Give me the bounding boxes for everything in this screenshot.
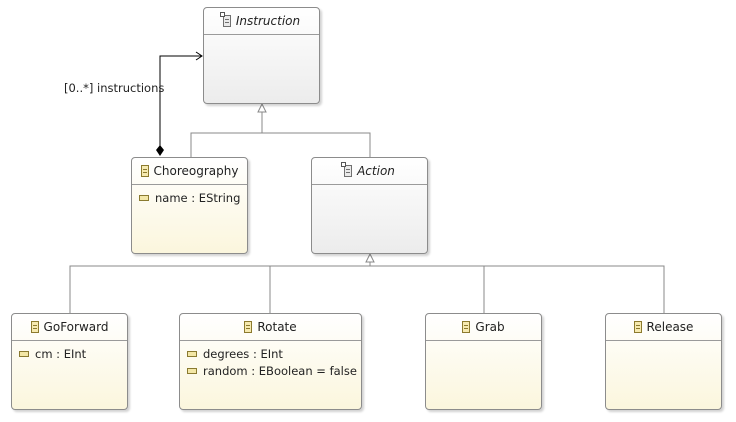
generalization-arrowhead-instruction [257, 102, 267, 113]
attribute-row[interactable]: name : EString [139, 189, 247, 206]
class-header: Action [312, 158, 427, 185]
class-header: Release [606, 314, 721, 341]
generalization-edge-choreography[interactable] [190, 112, 263, 157]
generalization-arrowhead-action [365, 252, 375, 263]
attribute-label: random : EBoolean = false [203, 363, 357, 378]
eattribute-icon [187, 350, 197, 357]
class-name: Release [646, 320, 694, 334]
eclass-icon [30, 321, 39, 333]
generalization-edge-action[interactable] [262, 132, 371, 157]
class-instruction[interactable]: Instruction [203, 7, 320, 104]
class-name: Action [357, 164, 395, 178]
attribute-label: cm : EInt [35, 346, 87, 361]
attribute-row[interactable]: cm : EInt [19, 345, 127, 362]
abstract-eclass-icon [341, 162, 353, 177]
class-goforward[interactable]: GoForward cm : EInt [11, 313, 128, 410]
reference-edge-instructions[interactable] [159, 55, 202, 155]
class-header: Choreography [132, 158, 247, 185]
eclass-icon [244, 321, 253, 333]
eclass-icon [462, 321, 471, 333]
eclass-icon [633, 321, 642, 333]
generalization-edge-release[interactable] [484, 265, 665, 313]
attribute-label: name : EString [155, 190, 241, 205]
class-name: Instruction [235, 14, 301, 28]
generalization-edge-goforward[interactable] [69, 261, 371, 313]
abstract-eclass-icon [219, 12, 231, 27]
class-rotate[interactable]: Rotate degrees : EInt random : EBoolean … [179, 313, 362, 410]
composition-diamond [156, 145, 164, 156]
class-name: Rotate [257, 320, 297, 334]
class-header: Instruction [204, 8, 319, 35]
eattribute-icon [187, 367, 197, 374]
attribute-label: degrees : EInt [203, 346, 283, 361]
class-header: Grab [426, 314, 541, 341]
eattribute-icon [19, 350, 29, 357]
class-release[interactable]: Release [605, 313, 722, 410]
class-header: GoForward [12, 314, 127, 341]
eattribute-icon [139, 194, 149, 201]
generalization-edge-grab[interactable] [370, 265, 485, 313]
attribute-row[interactable]: random : EBoolean = false [187, 362, 361, 379]
reference-arrowhead [195, 51, 203, 61]
class-choreography[interactable]: Choreography name : EString [131, 157, 248, 254]
class-grab[interactable]: Grab [425, 313, 542, 410]
class-name: Grab [475, 320, 505, 334]
class-header: Rotate [180, 314, 361, 341]
attribute-row[interactable]: degrees : EInt [187, 345, 361, 362]
eclass-icon [140, 165, 149, 177]
class-name: GoForward [43, 320, 109, 334]
class-action[interactable]: Action [311, 157, 428, 254]
reference-label-instructions: [0..*] instructions [64, 81, 165, 95]
class-name: Choreography [153, 164, 239, 178]
